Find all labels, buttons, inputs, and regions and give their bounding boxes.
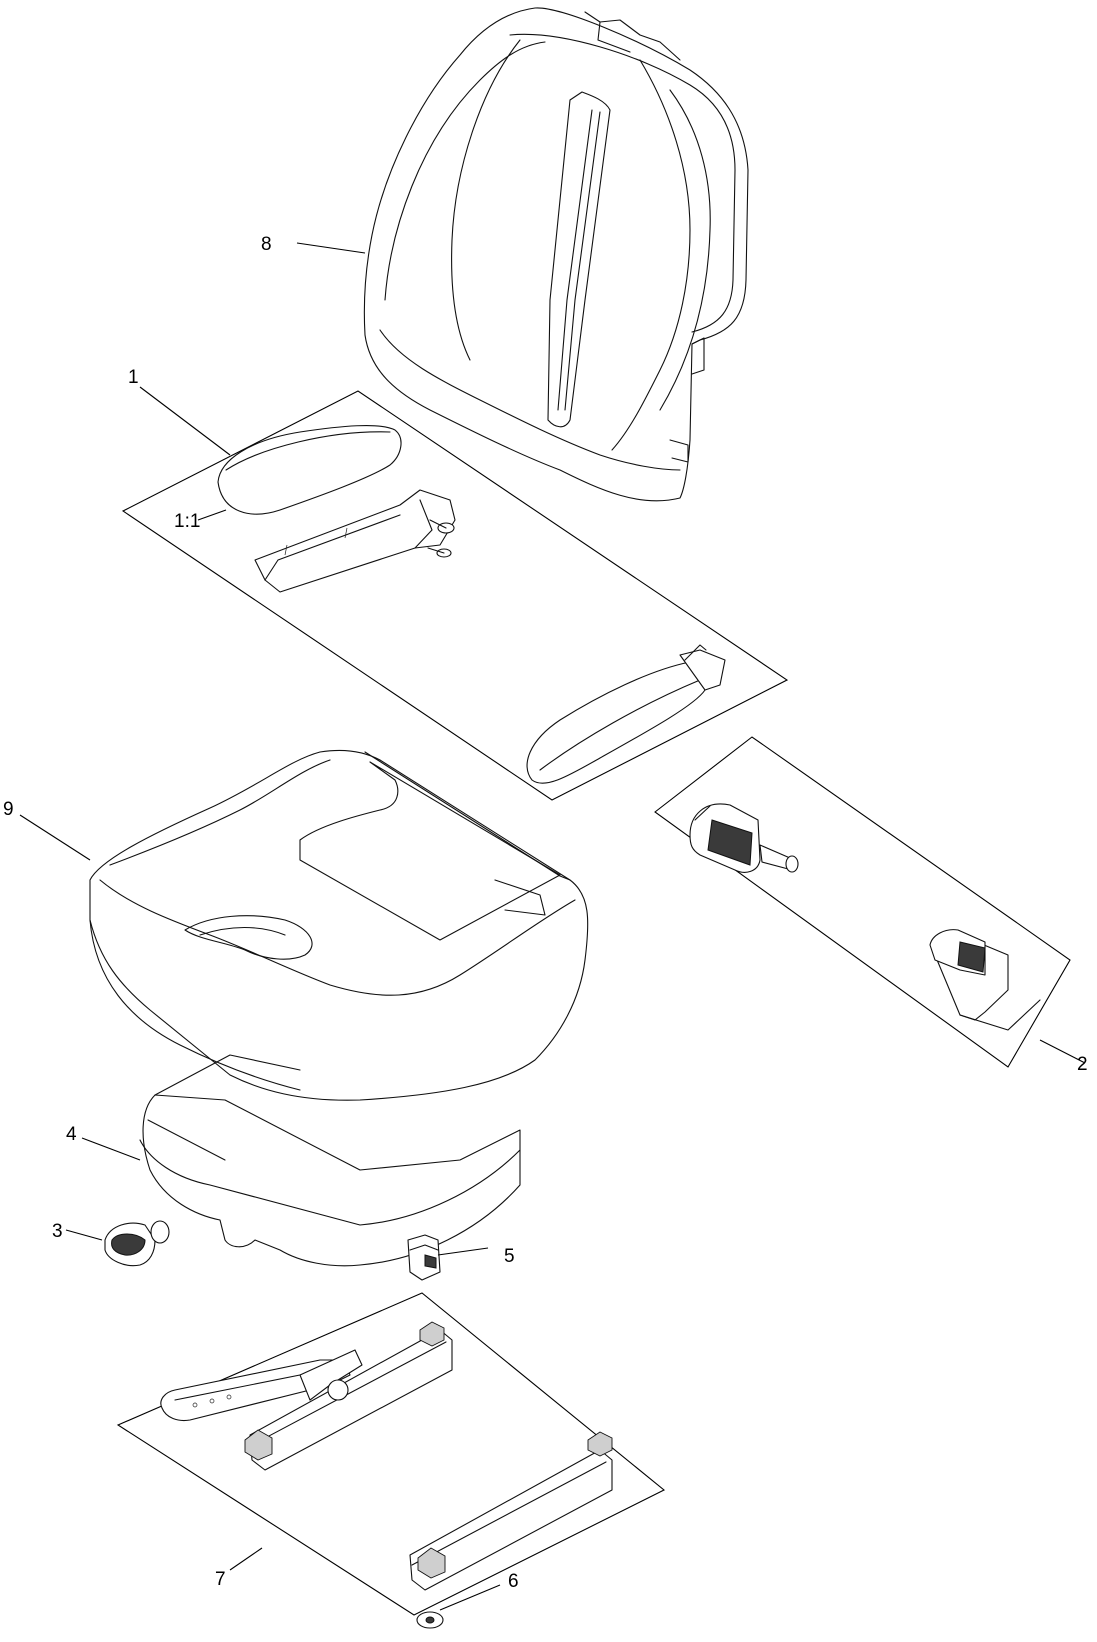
seat-cushion-part-9 [19, 749, 589, 1101]
seat-pan-part-4 [81, 1054, 521, 1267]
switch-part-5 [407, 1234, 489, 1281]
callout-2: 2 [1077, 1054, 1088, 1075]
callout-5: 5 [504, 1246, 515, 1267]
callout-4: 4 [66, 1124, 77, 1145]
seat-back-part-8 [296, 7, 749, 502]
callout-1-1: 1:1 [174, 511, 200, 532]
callout-9: 9 [3, 799, 14, 820]
seat-belt-panel-2 [654, 736, 1086, 1068]
callout-3: 3 [52, 1221, 63, 1242]
knob-part-3 [65, 1220, 170, 1267]
slide-rails-panel-7 [116, 1292, 666, 1616]
callout-1: 1 [128, 367, 139, 388]
callout-6: 6 [508, 1571, 519, 1592]
callout-labels: 8 1 1:1 9 2 4 3 5 7 6 [3, 234, 1088, 1592]
callout-8: 8 [261, 234, 272, 255]
washer-part-6 [416, 1584, 501, 1629]
callout-7: 7 [215, 1569, 226, 1590]
armrest-kit-panel-1 [121, 386, 789, 801]
